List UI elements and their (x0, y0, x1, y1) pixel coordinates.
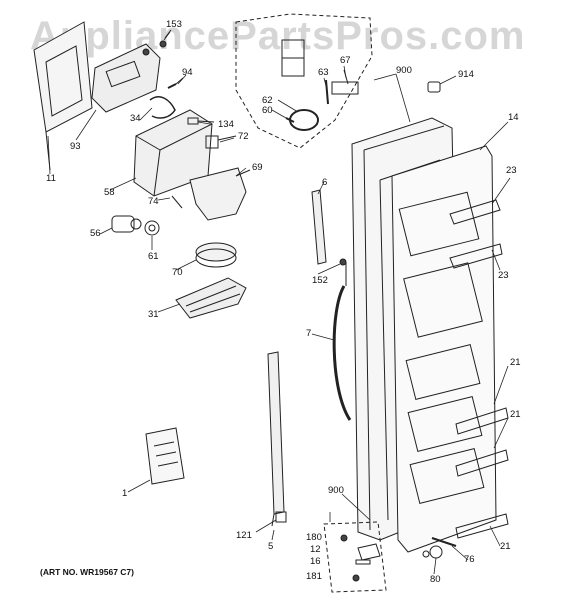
label-60: 60 (262, 105, 273, 116)
label-121: 121 (236, 530, 252, 541)
label-134: 134 (218, 119, 234, 130)
label-76: 76 (464, 554, 475, 565)
label-14: 14 (508, 112, 519, 123)
label-5: 5 (268, 541, 274, 552)
label-69: 69 (252, 162, 263, 173)
label-7: 7 (306, 328, 312, 339)
part-16-shim (355, 559, 371, 565)
part-60-screw (285, 117, 295, 123)
label-70: 70 (172, 267, 183, 278)
part-181-screw (352, 574, 360, 582)
label-23-lower: 23 (498, 270, 509, 281)
part-72-switch (205, 135, 237, 149)
label-80: 80 (430, 574, 441, 585)
label-61: 61 (148, 251, 159, 262)
label-74: 74 (148, 196, 159, 207)
label-21-a: 21 (510, 357, 521, 368)
label-31: 31 (148, 309, 159, 320)
label-181: 181 (306, 571, 322, 582)
label-11: 11 (46, 173, 56, 184)
part-hinge-bracket (281, 39, 305, 77)
part-76-cable (431, 537, 457, 547)
part-70-ring (195, 242, 237, 268)
part-74-pin (171, 195, 183, 209)
part-80-roller (422, 545, 443, 559)
bracket-assembly-callout-box (235, 13, 373, 149)
part-121-clip (275, 511, 287, 523)
part-23-shelf-lower (449, 243, 503, 269)
part-11-dispenser-frame (33, 21, 93, 171)
part-5-trim (267, 351, 285, 527)
part-12-bracket (357, 543, 381, 561)
part-134-clip (187, 117, 215, 125)
part-14-liner (391, 145, 497, 553)
label-180: 180 (306, 532, 322, 543)
part-23-shelf-upper (449, 199, 501, 225)
label-12: 12 (310, 544, 321, 555)
part-6-strip (311, 189, 327, 265)
label-152: 152 (312, 275, 328, 286)
part-1-manual (145, 427, 185, 485)
label-900-top: 900 (396, 65, 412, 76)
hinge-hardware-callout-box (323, 521, 387, 593)
label-6: 6 (322, 177, 328, 188)
part-69-funnel (189, 167, 251, 221)
part-93-control-panel (91, 43, 161, 113)
part-152-screw (339, 258, 347, 266)
part-31-grille (175, 277, 247, 319)
label-914: 914 (458, 69, 474, 80)
label-34: 34 (130, 113, 141, 124)
art-number: (ART NO. WR19567 C7) (40, 567, 134, 577)
label-21-b: 21 (510, 409, 521, 420)
part-56-motor (111, 215, 142, 233)
part-63-pin (325, 79, 329, 105)
part-914-cap (427, 81, 441, 93)
part-61-gear (144, 220, 160, 236)
label-63: 63 (318, 67, 329, 78)
label-153: 153 (166, 19, 182, 30)
label-62: 62 (262, 95, 273, 106)
label-23-upper: 23 (506, 165, 517, 176)
part-21-shelf-c (455, 513, 509, 539)
part-62-bushing (289, 109, 319, 131)
label-900-bottom: 900 (328, 485, 344, 496)
part-94-screw (167, 77, 184, 89)
label-58: 58 (104, 187, 115, 198)
label-72: 72 (238, 131, 249, 142)
part-7-handle (332, 285, 352, 421)
label-93: 93 (70, 141, 81, 152)
watermark: AppliancePartsPros.com (30, 14, 526, 58)
label-21-c: 21 (500, 541, 511, 552)
part-180-screw (340, 534, 348, 542)
label-1: 1 (122, 488, 128, 499)
part-21-shelf-b (455, 449, 509, 477)
label-16: 16 (310, 556, 321, 567)
label-67: 67 (340, 55, 351, 66)
label-94: 94 (182, 67, 193, 78)
leader-lines (47, 31, 511, 575)
part-34-harness (149, 96, 176, 119)
label-56: 56 (90, 228, 101, 239)
